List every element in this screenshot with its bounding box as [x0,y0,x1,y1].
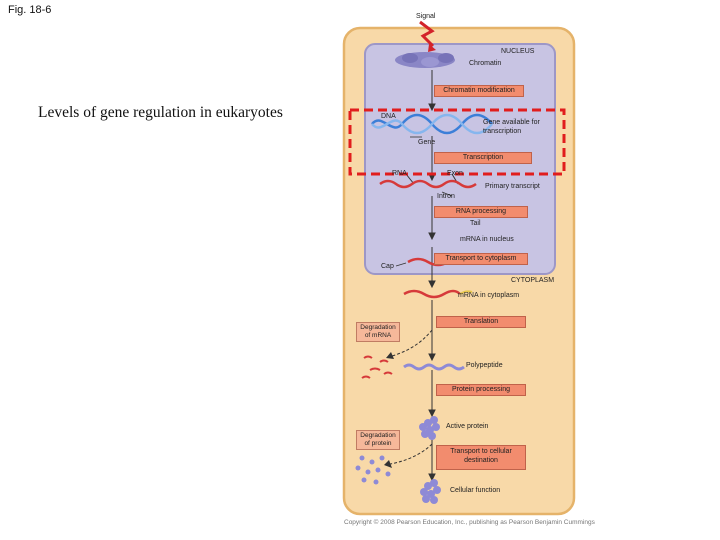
polypeptide-label: Polypeptide [466,362,503,369]
copyright-notice: Copyright © 2008 Pearson Education, Inc.… [344,519,595,526]
mrna-nucleus-label: mRNA in nucleus [460,236,514,243]
active-protein [419,416,440,440]
figure-label: Fig. 18-6 [8,4,52,16]
dna-helix [371,113,493,138]
transcription-highlight-box [348,108,566,176]
step-chromatin-modification: Chromatin modification [434,85,524,97]
protein-fragments [355,455,391,485]
gene-available-label: Gene available for transcription [483,119,540,135]
step-transport-cytoplasm: Transport to cytoplasm [434,253,528,265]
degradation-protein-box: Degradation of protein [356,430,400,450]
signal-label: Signal [416,13,436,20]
functional-protein [420,479,441,504]
active-protein-label: Active protein [446,423,489,430]
dna-label: DNA [381,113,396,120]
cellular-function-label: Cellular function [450,487,501,494]
rna-label: RNA [392,170,407,177]
step-translation: Translation [436,316,526,328]
chromatin-blob [395,52,455,68]
polypeptide-chain [403,363,465,371]
tail-label: Tail [470,220,481,227]
gene-label: Gene [418,139,436,146]
signal-bolt [419,20,435,48]
mrna-fragments [361,355,393,379]
chromatin-label: Chromatin [469,60,502,67]
figure-title: Levels of gene regulation in eukaryotes [38,104,283,121]
cytoplasm-label: CYTOPLASM [511,277,555,284]
mrna-cytoplasm-label: mRNA in cytoplasm [458,292,520,299]
mrna-cytoplasm [403,289,461,299]
exon-label: Exon [447,170,463,177]
intron-label: Intron [437,193,455,200]
step-rna-processing: RNA processing [434,206,528,218]
step-protein-processing: Protein processing [436,384,526,396]
degradation-mrna-box: Degradation of mRNA [356,322,400,342]
primary-transcript [379,179,477,189]
step-transport-destination: Transport to cellular destination [436,445,526,470]
primary-transcript-label: Primary transcript [485,183,540,190]
step-transcription: Transcription [434,152,532,164]
nucleus-label: NUCLEUS [501,48,535,55]
cap-label: Cap [381,263,394,270]
